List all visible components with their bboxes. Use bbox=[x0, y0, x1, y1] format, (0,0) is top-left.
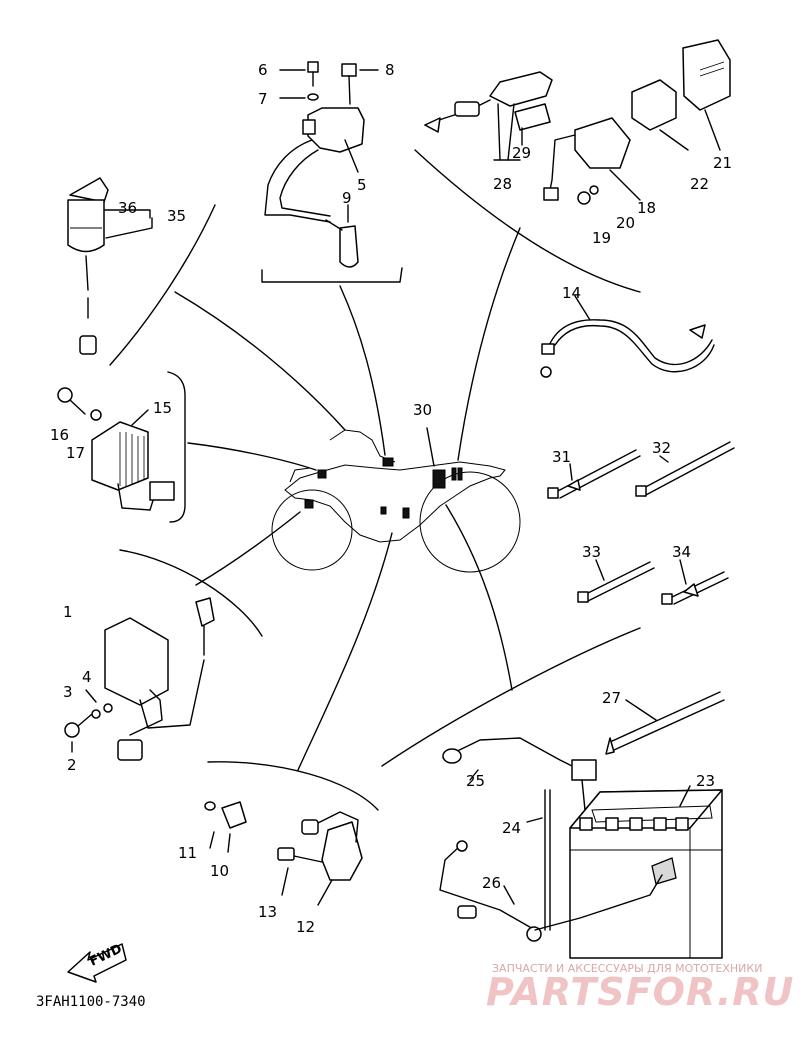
part-label-31: 31 bbox=[552, 448, 571, 466]
part-5-ignition-coil bbox=[264, 61, 379, 268]
part-label-3: 3 bbox=[63, 683, 73, 701]
part-label-24: 24 bbox=[502, 819, 521, 837]
part-label-25: 25 bbox=[466, 772, 485, 790]
part-label-14: 14 bbox=[562, 284, 581, 302]
part-label-13: 13 bbox=[258, 903, 277, 921]
part-35-36-switch bbox=[67, 177, 153, 355]
part-label-9: 9 bbox=[342, 189, 352, 207]
part-label-20: 20 bbox=[616, 214, 635, 232]
watermark-logo: PARTSFOR.RU bbox=[486, 970, 794, 1014]
part-label-26: 26 bbox=[482, 874, 501, 892]
part-23-battery bbox=[439, 691, 725, 959]
part-1-cdi-unit bbox=[64, 597, 215, 761]
part-label-1: 1 bbox=[63, 603, 73, 621]
part-label-7: 7 bbox=[258, 90, 268, 108]
part-label-32: 32 bbox=[652, 439, 671, 457]
part-label-10: 10 bbox=[210, 862, 229, 880]
part-12-switch-assembly bbox=[204, 801, 363, 906]
part-label-12: 12 bbox=[296, 918, 315, 936]
part-18-starter-relay-group bbox=[424, 39, 731, 205]
part-label-23: 23 bbox=[696, 772, 715, 790]
drawing-code: 3FAH1100-7340 bbox=[36, 994, 146, 1010]
part-label-19: 19 bbox=[592, 229, 611, 247]
part-number-labels: 1 2 3 4 5 6 7 8 9 10 11 12 13 14 15 16 1… bbox=[50, 61, 732, 936]
part-label-28: 28 bbox=[493, 175, 512, 193]
part-label-36: 36 bbox=[118, 199, 137, 217]
part-14-lead-wire bbox=[540, 295, 715, 378]
part-label-30: 30 bbox=[413, 401, 432, 419]
part-label-18: 18 bbox=[637, 199, 656, 217]
part-label-22: 22 bbox=[690, 175, 709, 193]
part-label-29: 29 bbox=[512, 144, 531, 162]
part-label-4: 4 bbox=[82, 668, 92, 686]
watermark-tagline: ЗАПЧАСТИ И АКСЕССУАРЫ ДЛЯ МОТОТЕХНИКИ bbox=[492, 962, 762, 975]
part-label-21: 21 bbox=[713, 154, 732, 172]
part-label-27: 27 bbox=[602, 689, 621, 707]
part-15-rectifier bbox=[57, 387, 175, 511]
part-label-8: 8 bbox=[385, 61, 395, 79]
watermark: ЗАПЧАСТИ И АКСЕССУАРЫ ДЛЯ МОТОТЕХНИКИ PA… bbox=[486, 962, 794, 1014]
part-31-34-cable-ties bbox=[547, 441, 735, 605]
part-label-33: 33 bbox=[582, 543, 601, 561]
part-label-17: 17 bbox=[66, 444, 85, 462]
group-brackets bbox=[109, 149, 641, 811]
leader-lines bbox=[174, 227, 521, 771]
part-label-6: 6 bbox=[258, 61, 268, 79]
part-label-2: 2 bbox=[67, 756, 77, 774]
part-label-34: 34 bbox=[672, 543, 691, 561]
motorcycle-outline bbox=[271, 429, 521, 573]
part-label-15: 15 bbox=[153, 399, 172, 417]
part-label-5: 5 bbox=[357, 176, 367, 194]
part-label-11: 11 bbox=[178, 844, 197, 862]
part-label-35: 35 bbox=[167, 207, 186, 225]
fwd-arrow-icon: FWD bbox=[67, 942, 127, 983]
part-label-16: 16 bbox=[50, 426, 69, 444]
